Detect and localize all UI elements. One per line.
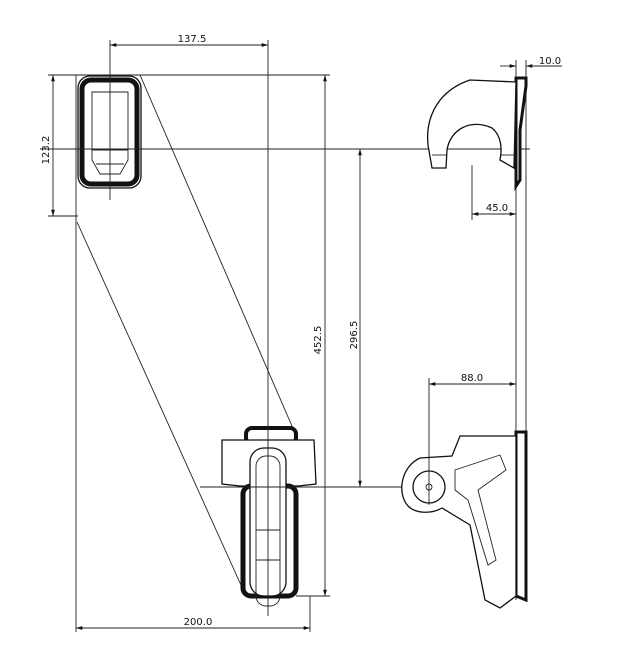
bottom-handle <box>221 426 317 607</box>
swing-line-bottom <box>76 221 246 595</box>
swing-line-top <box>139 74 299 441</box>
dim-bottom-width: 200.0 <box>184 617 213 628</box>
dim-side-depth: 45.0 <box>486 203 508 214</box>
dim-top-height: 123.2 <box>41 136 52 165</box>
bottom-hook <box>401 430 528 609</box>
dim-top-width: 137.5 <box>178 34 207 45</box>
dim-mid-height: 296.5 <box>349 321 360 350</box>
top-hook <box>426 76 528 191</box>
front-view: 137.5 123.2 452.5 200.0 296.5 <box>40 34 530 632</box>
side-view: 10.0 45.0 88.0 <box>401 56 562 609</box>
dim-side-thickness: 10.0 <box>539 56 561 67</box>
top-handle <box>77 75 142 189</box>
dim-total-height: 452.5 <box>313 326 324 355</box>
dim-side-offset: 88.0 <box>461 373 483 384</box>
